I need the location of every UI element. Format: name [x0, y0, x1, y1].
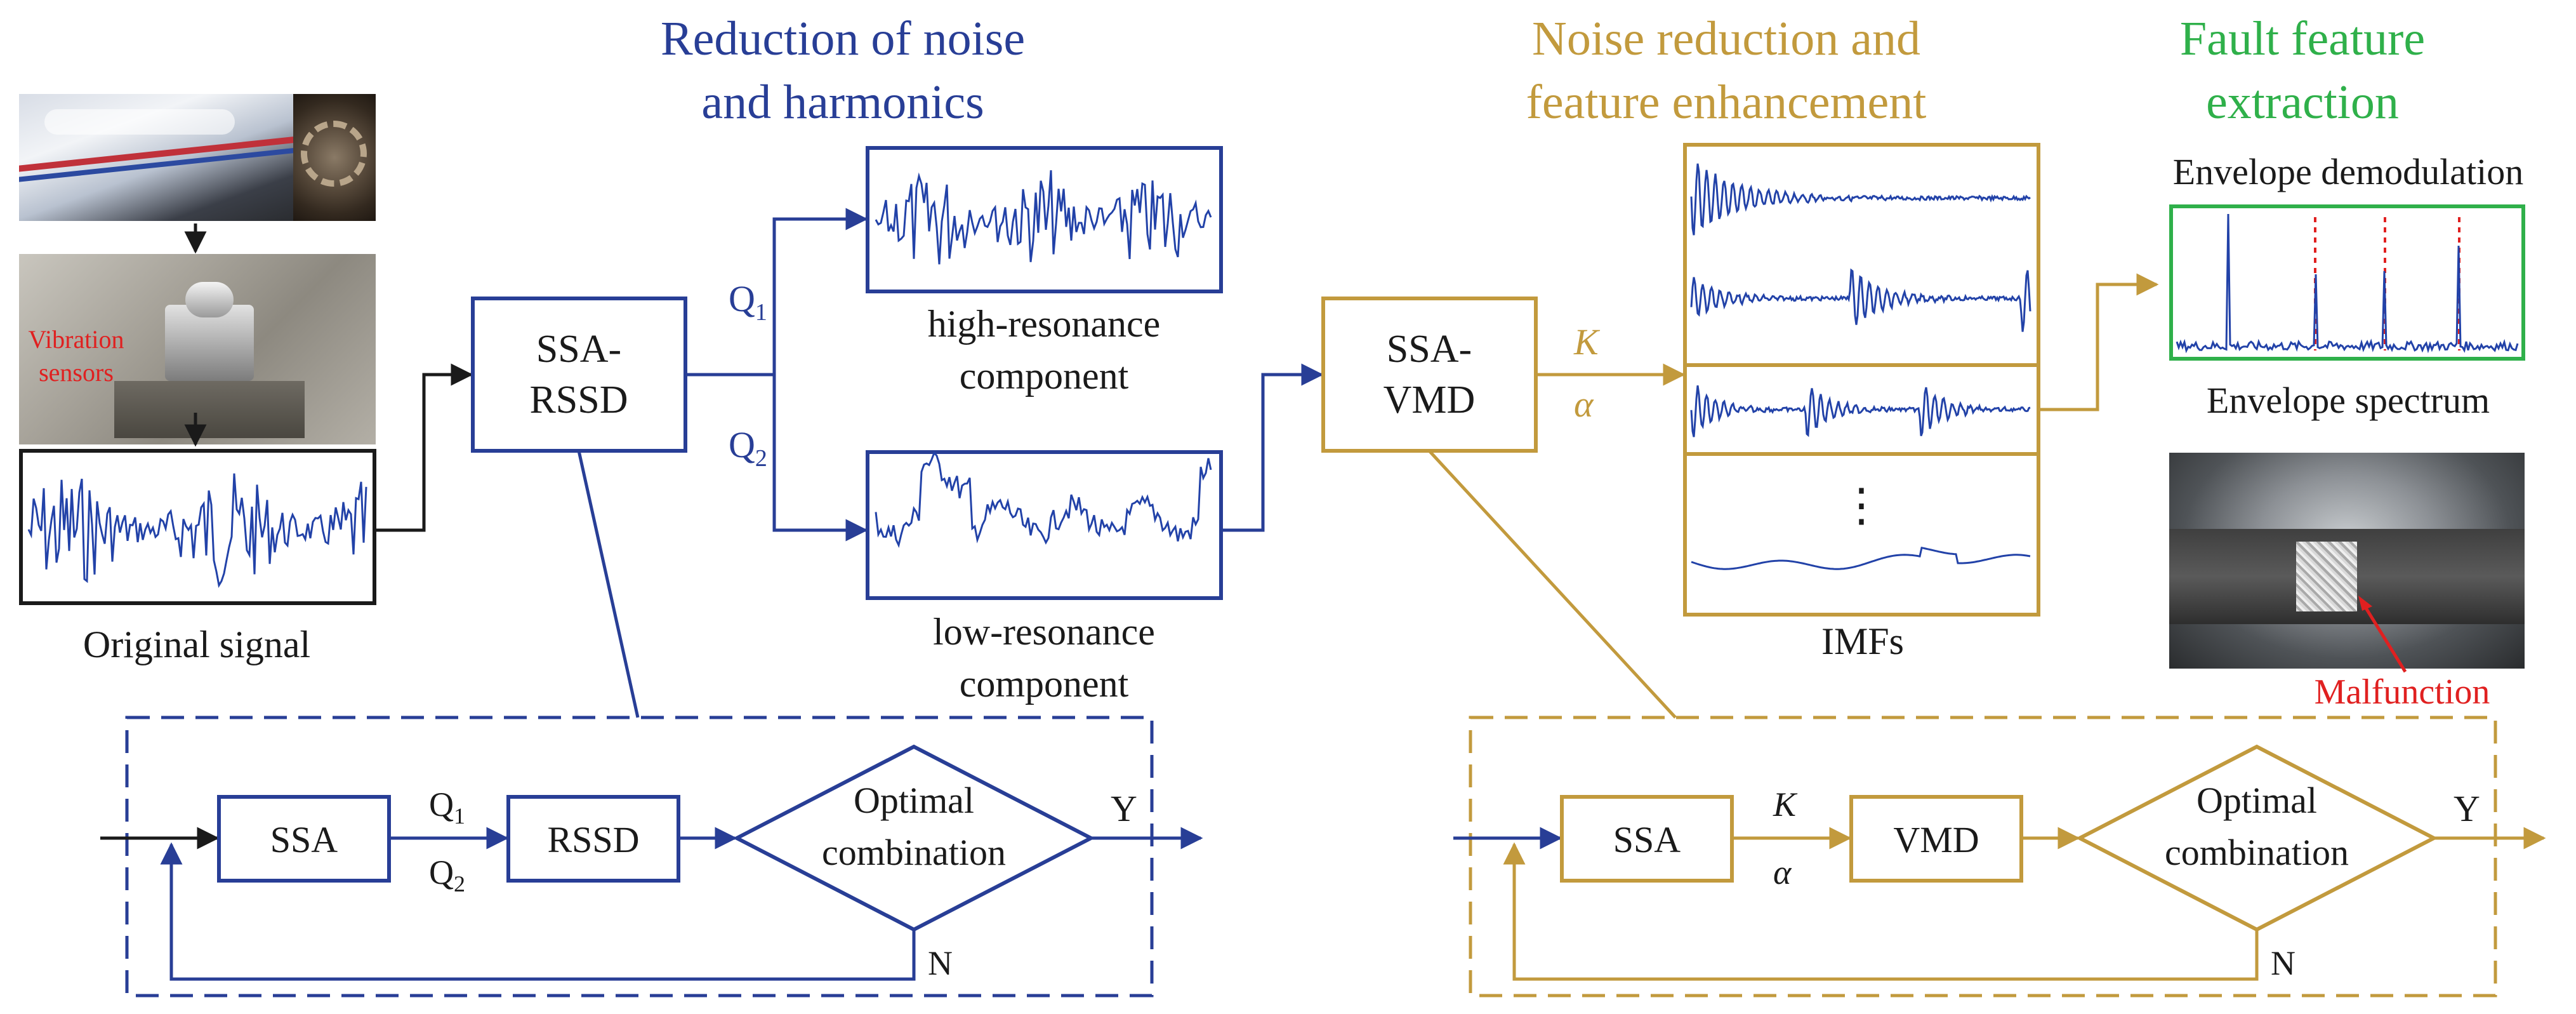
low-resonance-waveform [875, 451, 1212, 549]
loop-rssd-decision-line2: combination [822, 832, 1006, 873]
ssa-vmd-block [1321, 297, 1538, 453]
connector-low-to-vmd [1221, 363, 1324, 532]
rssd-heading-line1: Reduction of noise [661, 12, 1025, 65]
ssa-vmd-label-line1: SSA- [1387, 328, 1472, 371]
connector-to-high-component [772, 208, 868, 375]
imfs-label: IMFs [1821, 620, 1904, 662]
vmd-k-label: K [1573, 321, 1601, 363]
defect-patch [2296, 542, 2357, 611]
envelope-spectrum-trace [2176, 213, 2519, 354]
vmd-heading-line1: Noise reduction and [1532, 12, 1920, 65]
bearing-ring [301, 121, 367, 187]
sensor-mount [114, 381, 305, 438]
ssa-rssd-label-line1: SSA- [536, 328, 621, 371]
loop-rssd-rssd-label: RSSD [547, 819, 639, 860]
malfunction-pointer [2360, 601, 2407, 673]
high-resonance-label-line1: high-resonance [928, 303, 1161, 345]
sensor-cap [185, 282, 234, 317]
malfunction-photo [2169, 453, 2525, 669]
loop-vmd-decision-line1: Optimal [2196, 780, 2317, 821]
loop-rssd-yes-label: Y [1111, 788, 1137, 829]
train-photo [19, 94, 293, 221]
loop-rssd-decision-line1: Optimal [854, 780, 974, 821]
loop-rssd-no-feedback [160, 842, 916, 981]
loop-rssd-q2: Q2 [429, 853, 465, 897]
high-resonance-label-line2: component [960, 355, 1129, 397]
imf-last-waveform [1691, 546, 2031, 570]
low-resonance-label-line1: low-resonance [933, 611, 1155, 653]
low-resonance-label-line2: component [960, 663, 1129, 705]
imfs-outer-box [1683, 143, 2040, 617]
sensor-body [165, 305, 254, 381]
loop-vmd-no-label: N [2271, 944, 2295, 982]
imf3-waveform [1690, 385, 2031, 437]
train-roof-light [44, 109, 235, 135]
bearing-photo [293, 94, 376, 221]
loop-rssd-q1: Q1 [429, 785, 465, 829]
imfs-ellipsis: ⋮ [1839, 480, 1884, 531]
original-signal-box [19, 449, 376, 605]
connector-to-low-component [772, 375, 868, 542]
envelope-spectrum-box [2169, 204, 2525, 361]
vmd-alpha-label: α [1574, 384, 1594, 425]
loop-vmd-ssa-label: SSA [1613, 819, 1681, 860]
q2-label: Q2 [729, 424, 767, 472]
loop-vmd-alpha: α [1773, 853, 1792, 891]
malfunction-pointer-head [2358, 596, 2372, 611]
high-resonance-waveform [875, 170, 1212, 265]
connector-vmd-to-loop [1428, 450, 1677, 719]
fault-heading: Fault feature extraction [2180, 12, 2425, 129]
vibration-sensors-label-line1: Vibration [29, 325, 124, 354]
vmd-heading: Noise reduction and feature enhancement [1526, 12, 1927, 129]
loop-vmd-ssa-block [1560, 795, 1734, 883]
imf2-waveform [1690, 268, 2031, 332]
rssd-heading-line2: and harmonics [701, 76, 984, 129]
ssa-rssd-block [471, 297, 687, 453]
vmd-heading-line2: feature enhancement [1526, 76, 1927, 129]
envelope-demodulation-label: Envelope demodulation [2173, 151, 2523, 192]
fault-heading-line1: Fault feature [2180, 12, 2425, 65]
sensor-photo [19, 254, 376, 444]
malfunction-label: Malfunction [2315, 672, 2490, 712]
loop-vmd-yes-label: Y [2454, 788, 2480, 829]
original-signal-label: Original signal [83, 624, 310, 665]
loop-rssd-no-label: N [928, 944, 953, 982]
ssa-rssd-label-line2: RSSD [529, 378, 628, 422]
loop-vmd-k: K [1773, 785, 1798, 824]
vibration-sensors-label-line2: sensors [39, 358, 114, 387]
original-signal-waveform [27, 473, 367, 588]
loop-rssd-block [506, 795, 680, 883]
envelope-spectrum-label: Envelope spectrum [2207, 380, 2490, 421]
q1-label: Q1 [729, 278, 767, 326]
rssd-heading: Reduction of noise and harmonics [661, 12, 1025, 129]
loop-rssd-ssa-label: SSA [270, 819, 338, 860]
loop-vmd-vmd-label: VMD [1893, 819, 1979, 860]
connector-signal-to-rssd [374, 363, 473, 532]
fault-heading-line2: extraction [2206, 76, 2399, 129]
loop-vmd-block [1849, 795, 2023, 883]
loop-vmd-no-feedback [1503, 842, 2259, 981]
loop-vmd-decision-line2: combination [2165, 832, 2349, 873]
ssa-vmd-label-line2: VMD [1384, 378, 1476, 422]
spectrum-fault-markers [2314, 217, 2460, 350]
connector-imf3-to-spectrum [2038, 273, 2159, 411]
connector-rssd-to-loop [577, 450, 640, 718]
imf1-waveform [1690, 163, 2031, 236]
